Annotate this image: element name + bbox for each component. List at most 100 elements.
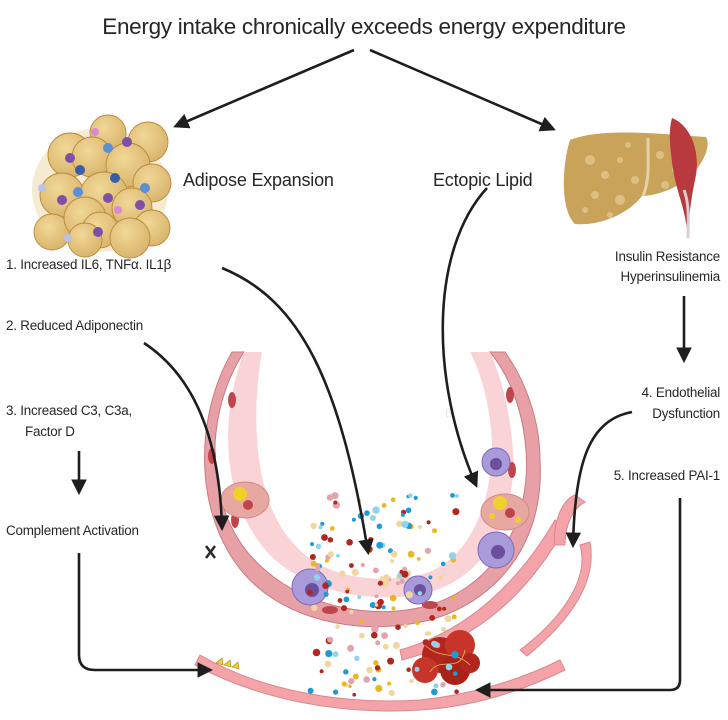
hyperinsulinemia-label: Hyperinsulinemia [620, 269, 720, 284]
particle [432, 528, 437, 534]
particle [359, 619, 364, 624]
particle [388, 689, 395, 697]
particle [413, 495, 418, 500]
particle [392, 641, 400, 650]
particle [373, 660, 379, 666]
particle [373, 567, 379, 574]
particle [440, 561, 446, 567]
particle [309, 554, 316, 560]
cytokine-particles [307, 492, 460, 697]
step3-complement-label-line1: 3. Increased C3, C3a, [6, 403, 133, 418]
particle [405, 507, 412, 514]
adipose-tissue-illustration [32, 114, 172, 259]
particle [379, 576, 384, 580]
arrow-pai1 [474, 498, 682, 698]
particle [451, 614, 457, 620]
particle [406, 667, 411, 672]
particle [437, 575, 443, 581]
particle [323, 591, 329, 597]
step4-endothelial-label-line1: 4. Endothelial [641, 385, 721, 400]
particle [369, 515, 376, 521]
particle [310, 542, 314, 547]
particle [403, 623, 408, 629]
particle [450, 493, 455, 498]
particle [391, 606, 396, 611]
particle [389, 594, 397, 602]
particle [427, 631, 432, 636]
arrow-to-adipose [173, 48, 355, 129]
particle [414, 666, 420, 672]
particle [396, 520, 403, 527]
particle [320, 521, 325, 526]
particle [321, 534, 328, 541]
particle [332, 689, 339, 695]
particle [381, 632, 388, 639]
particle [407, 550, 415, 558]
step5-pai1-label: 5. Increased PAI-1 [613, 468, 721, 483]
ectopic-lipid-label: Ectopic Lipid [433, 170, 533, 190]
particle [405, 591, 413, 599]
step4-endothelial-label-line2: Dysfunction [652, 406, 720, 421]
particle [451, 651, 459, 659]
particle [369, 602, 376, 609]
particle [371, 625, 379, 633]
particle [431, 688, 438, 696]
particle [415, 620, 420, 626]
particle [348, 678, 355, 685]
particle [428, 575, 433, 580]
particle [343, 596, 350, 603]
particle [324, 660, 332, 668]
particle [417, 591, 423, 596]
particle [341, 605, 347, 612]
particle [436, 606, 442, 612]
particle [349, 563, 354, 568]
particle [381, 580, 389, 588]
arrow-ectopic-lipid [441, 187, 488, 488]
blood-vessel-illustration [194, 351, 592, 712]
particle [395, 581, 400, 586]
particle [363, 676, 371, 683]
particle [307, 589, 313, 596]
particle [313, 574, 321, 581]
particle [454, 494, 459, 498]
particle [357, 595, 362, 600]
particle [310, 522, 317, 530]
particle [401, 570, 409, 578]
particle [343, 669, 349, 675]
particle [440, 682, 446, 688]
particle [442, 606, 447, 611]
particle [325, 650, 333, 658]
particle [310, 560, 317, 567]
particle [315, 543, 322, 550]
particle [448, 552, 456, 560]
particle [345, 589, 350, 594]
particle [452, 508, 460, 516]
particle [339, 570, 346, 577]
step1-cytokines-label: 1. Increased IL6, TNFα. IL1β [6, 257, 172, 272]
particle [445, 663, 453, 671]
particle [326, 494, 334, 501]
insulin-resistance-label: Insulin Resistance [614, 249, 720, 264]
particle [318, 525, 323, 530]
particle [395, 624, 401, 630]
particle [311, 604, 318, 611]
particle [337, 598, 343, 603]
arrow-to-liver [369, 48, 556, 132]
particle [433, 683, 439, 689]
particle [335, 624, 340, 629]
particle [329, 526, 335, 531]
particle [327, 537, 334, 543]
particle [364, 510, 370, 516]
particle [366, 666, 373, 674]
particle [416, 557, 421, 561]
particle [322, 582, 329, 589]
particle [374, 665, 381, 671]
particle [336, 553, 340, 558]
particle [319, 669, 324, 674]
fatty-liver-illustration [563, 118, 708, 239]
particle [351, 568, 359, 576]
particle [354, 655, 360, 662]
particle [371, 631, 378, 639]
particle [327, 636, 334, 643]
